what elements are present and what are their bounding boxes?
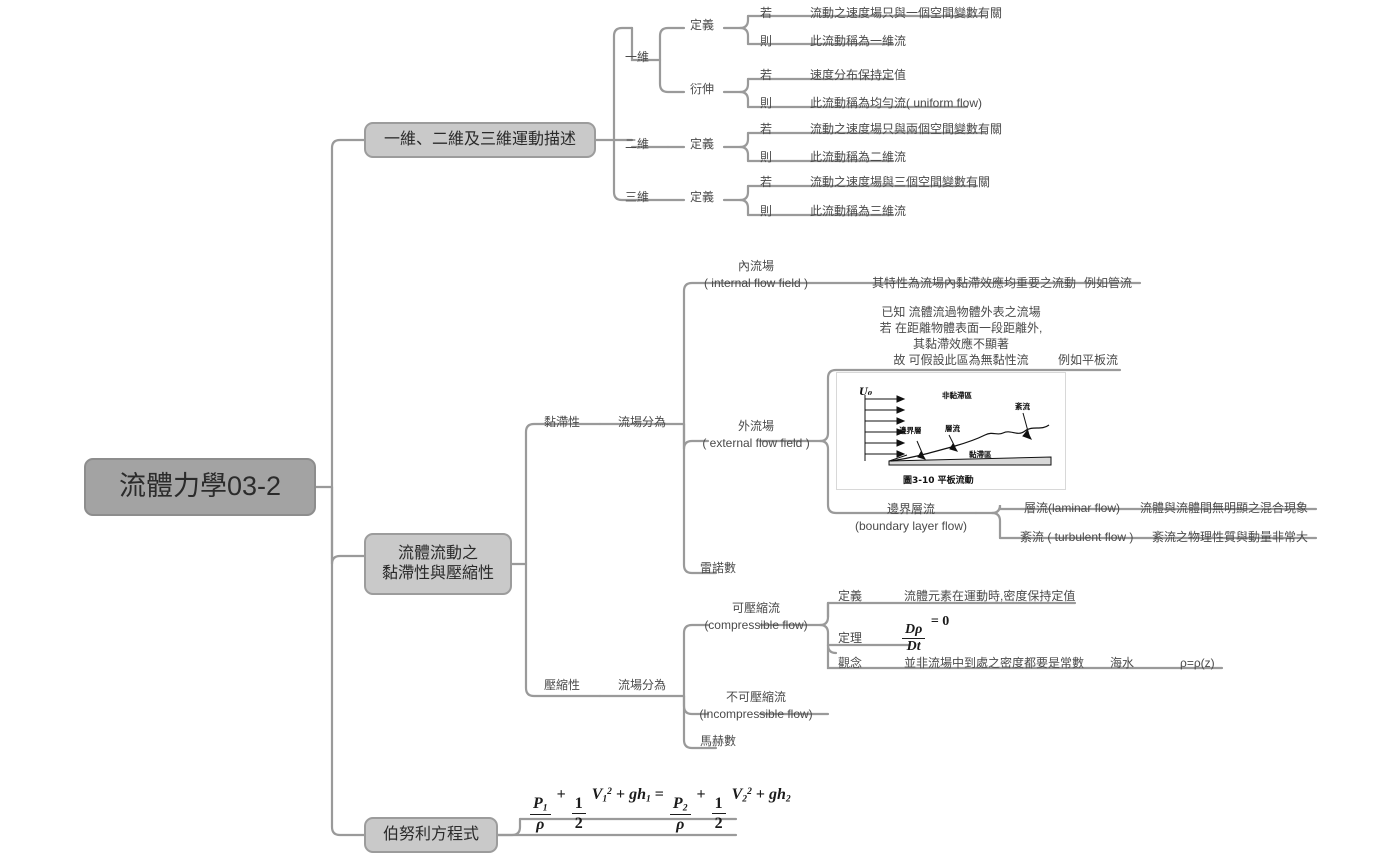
row-key: 則 (760, 204, 773, 218)
turbulent-flow-type: 紊流 ( turbulent flow ) (1020, 530, 1134, 544)
row-key: 則 (760, 96, 773, 110)
row-text: 流動之速度場與三個空間變數有關 (810, 175, 991, 189)
row-text: 速度分布保持定值 (810, 68, 907, 82)
laminar-flow-desc: 流體與流體間無明顯之混合現象 (1140, 501, 1309, 515)
seawater-example: 海水 (1110, 656, 1135, 670)
row-key: 定義 (838, 589, 863, 603)
external-flow-note-line-1: 已知 流體流過物體外表之流場 (881, 305, 1041, 319)
row-text: 流體元素在運動時,密度保持定值 (904, 589, 1076, 603)
external-flow-note-line-2: 若 在距離物體表面一段距離外, (879, 321, 1043, 335)
internal-flow-name-zh: 內流場 (737, 259, 774, 273)
external-flow-name-zh: 外流場 (737, 419, 774, 433)
label-three-d-definition: 定義 (689, 190, 714, 204)
branch-bernoulli[interactable]: 伯努利方程式 (364, 817, 498, 853)
boundary-layer-name-en: (boundary layer flow) (854, 519, 968, 533)
mach-number-label: 馬赫數 (700, 734, 737, 748)
external-flow-name-en: ( external flow field ) (702, 436, 810, 450)
seawater-density-relation: ρ=ρ(z) (1180, 656, 1215, 670)
internal-flow-description: 其特性為流場內黏滯效應均重要之流動 (872, 276, 1077, 290)
label-viscosity: 黏滯性 (543, 415, 580, 429)
root-node[interactable]: 流體力學03-2 (84, 458, 316, 516)
figure-label-inviscid-region: 非黏滯區 (942, 390, 972, 400)
compressible-flow-name-zh: 可壓縮流 (731, 601, 780, 615)
label-two-d-definition: 定義 (689, 137, 714, 151)
row-key: 若 (760, 6, 773, 20)
laminar-flow-type: 層流(laminar flow) (1024, 501, 1121, 515)
label-one-d-definition: 定義 (689, 18, 714, 32)
branch-viscosity-compressibility[interactable]: 流體流動之 黏滯性與壓縮性 (364, 533, 512, 595)
row-key: 觀念 (838, 656, 863, 670)
row-text: 此流動稱為一維流 (810, 34, 907, 48)
row-text: 流動之速度場只與兩個空間變數有關 (810, 122, 1003, 136)
label-three-d: 三維 (624, 190, 649, 204)
flat-plate-figure-svg: 非黏滯區 邊界層 層流 紊流 黏滯區 U₀ 圖3-10 平板流動 (859, 387, 1052, 486)
branch-dimensions[interactable]: 一維、二維及三維運動描述 (364, 122, 596, 158)
incompressible-flow-name-zh: 不可壓縮流 (725, 690, 786, 704)
external-flow-note-line-4: 故 可假設此區為無黏性流 (893, 353, 1029, 367)
turbulent-flow-desc: 紊流之物理性質與動量非常大 (1152, 530, 1309, 544)
row-key: 若 (760, 175, 773, 189)
label-viscosity-split: 流場分為 (617, 415, 666, 429)
branch-viscosity-compressibility-label: 流體流動之 黏滯性與壓縮性 (381, 545, 494, 582)
row-text: 此流動稱為均勻流( uniform flow) (810, 96, 983, 110)
row-text: 此流動稱為三維流 (810, 204, 907, 218)
figure-caption: 圖3-10 平板流動 (903, 474, 974, 486)
figure-label-viscous-region: 黏滯區 (969, 449, 992, 459)
label-one-d-extension: 衍伸 (689, 82, 714, 96)
branch-dimensions-label: 一維、二維及三維運動描述 (383, 131, 576, 148)
row-text: 流動之速度場只與一個空間變數有關 (810, 6, 1003, 20)
row-key: 則 (760, 150, 773, 164)
label-compressibility: 壓縮性 (543, 678, 580, 692)
row-key: 定理 (838, 631, 863, 645)
internal-flow-example: 例如管流 (1084, 276, 1133, 290)
compressible-flow-name-en: (compressible flow) (704, 618, 808, 632)
label-one-d: 一維 (624, 50, 649, 64)
figure-label-turbulent: 紊流 (1015, 401, 1031, 411)
figure-label-boundary-layer: 邊界層 (899, 425, 922, 435)
figure-label-u0: U₀ (859, 387, 873, 398)
boundary-layer-name-zh: 邊界層流 (886, 502, 935, 516)
label-compressibility-split: 流場分為 (617, 678, 666, 692)
row-text: 並非流場中到處之密度都要是常數 (904, 656, 1085, 670)
incompressible-flow-name-en: (Incompressible flow) (699, 707, 813, 721)
root-label: 流體力學03-2 (118, 471, 282, 502)
row-key: 若 (760, 68, 773, 82)
external-flow-example: 例如平板流 (1058, 353, 1119, 367)
external-flow-note-line-3: 其黏滯效應不顯著 (912, 337, 1009, 351)
row-key: 若 (760, 122, 773, 136)
branch-bernoulli-label: 伯努利方程式 (382, 826, 479, 843)
figure-label-laminar: 層流 (945, 423, 960, 433)
row-text: 此流動稱為二維流 (810, 150, 907, 164)
reynolds-number-label: 雷諾數 (700, 561, 737, 575)
internal-flow-name-en: ( internal flow field ) (703, 276, 809, 290)
row-key: 則 (760, 34, 773, 48)
flat-plate-figure: 非黏滯區 邊界層 層流 紊流 黏滯區 U₀ 圖3-10 平板流動 (836, 372, 1066, 490)
label-two-d: 二維 (624, 137, 649, 151)
